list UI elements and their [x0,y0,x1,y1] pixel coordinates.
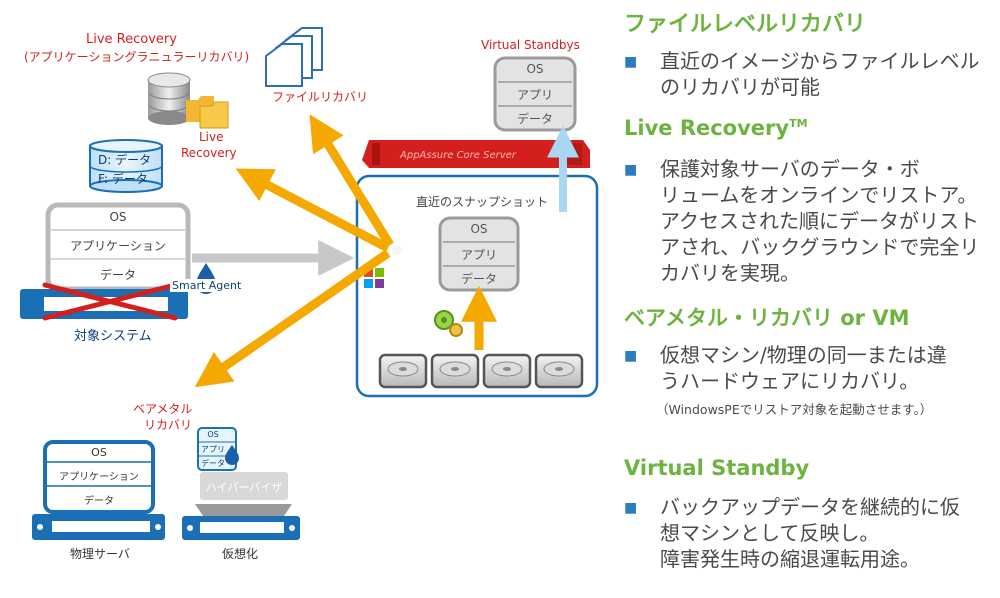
windows-logo-icon [364,268,384,288]
baremetal-label-2: リカバリ [144,418,193,432]
bullet-icon: ■ [624,162,638,178]
volume-label-d: D: データ [98,153,152,167]
recovery-diagram: AppAssure Core Server [20,27,599,561]
vm-stack-os: OS [207,430,219,439]
trademark-sup: TM [789,117,808,130]
section-body-file-level-recovery: 直近のイメージからファイルレベル のリカバリが可能 [660,49,980,99]
target-stack-os: OS [109,210,127,224]
physical-server-label: 物理サーバ [70,547,130,561]
bullet-icon: ■ [624,500,638,516]
gear-icon [434,310,463,337]
section-title-virtual-standby: Virtual Standby [624,456,810,480]
appassure-bar-label: AppAssure Core Server [399,150,517,161]
section-body-live-recovery: 保護対象サーバのデータ・ボ リュームをオンラインでリストア。 アクセスされた順に… [660,157,980,285]
bullet-icon: ■ [624,54,638,70]
section-note-baremetal-recovery: （WindowsPEでリストア対象を起動させます。） [656,402,933,417]
target-system-label: 対象システム [74,329,152,344]
physical-stack-data: データ [84,496,114,507]
section-title-baremetal-recovery: ベアメタル・リカバリ or VM [624,306,910,330]
description-panel: ファイルレベルリカバリ ■ 直近のイメージからファイルレベル のリカバリが可能 … [620,0,995,598]
diagram-graphics: AppAssure Core Server [20,27,599,540]
live-recovery-top-label-2: (アプリケーショングラニュラーリカバリ) [24,50,250,64]
virtualization-label: 仮想化 [222,547,259,561]
volume-label-f: F: データ [98,172,148,186]
live-recovery-top-label-1: Live Recovery [86,32,177,47]
hypervisor-label: ハイパーバイザ [205,481,283,494]
vm-stack-data: データ [201,459,225,468]
vm-stack-app: アプリ [201,445,225,454]
arrow-live-recovery [235,168,391,252]
physical-server-monitor [43,440,155,514]
section-body-baremetal-recovery: 仮想マシン/物理の同一または違 うハードウェアにリカバリ。 [660,343,947,393]
smart-agent-label: Smart Agent [170,279,244,292]
broken-x-mark [42,282,178,321]
virtual-standbys-label: Virtual Standbys [481,38,580,52]
target-stack-data: データ [99,268,136,282]
hypervisor-box [200,472,288,500]
section-title-file-level-recovery: ファイルレベルリカバリ [624,12,867,37]
live-recovery-mid-label-1: Live [199,130,224,144]
data-volume-icon [89,139,163,193]
snapshot-stack-os: OS [470,222,488,236]
file-recovery-label: ファイルリカバリ [272,90,369,104]
vs-stack-os: OS [526,62,544,76]
snapshot-label: 直近のスナップショット [416,195,549,209]
appassure-core-server-bar [362,140,590,168]
snapshot-stack-app: アプリ [460,248,497,262]
arrow-baremetal-recovery [194,249,391,388]
physical-stack-app: アプリケーション [59,472,139,483]
arrow-file-recovery [309,114,394,248]
disk-array [378,353,584,389]
bullet-icon: ■ [624,348,638,364]
live-recovery-mid-label-2: Recovery [181,146,237,160]
files-icon [265,27,323,87]
vs-stack-app: アプリ [516,88,553,102]
virtual-standby-box [493,56,577,132]
database-folder-icon [147,72,229,129]
target-stack-app: アプリケーション [70,239,166,253]
snapshot-stack-data: データ [460,272,497,286]
baremetal-label-1: ベアメタル [133,402,193,416]
vs-stack-data: データ [516,112,553,126]
physical-stack-os: OS [91,446,107,459]
vm-drop-icon [225,445,239,465]
section-title-live-recovery: Live RecoveryTM [624,116,808,140]
section-body-virtual-standby: バックアップデータを継続的に仮 想マシンとして反映し。 障害発生時の縮退運転用途… [660,495,960,571]
